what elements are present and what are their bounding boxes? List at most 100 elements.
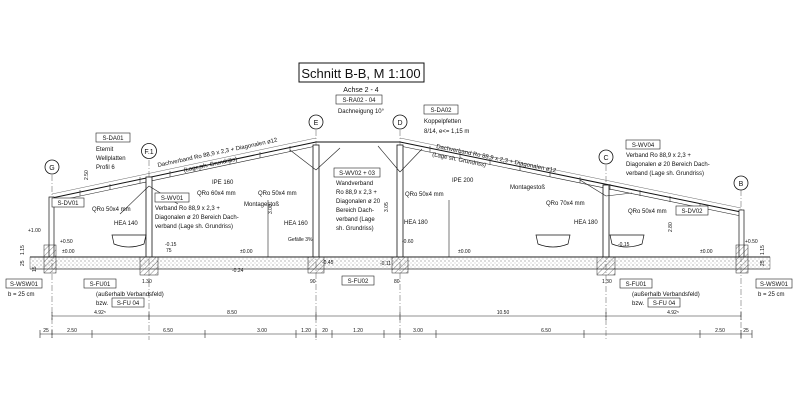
tag-fu01-right: S-FU01: [626, 282, 647, 288]
subtitle-ref: S-RA02 - 04: [342, 98, 376, 104]
footing-f1: [139, 256, 159, 276]
tag-wv02: S-WV02 + 03: [339, 171, 376, 177]
note-da01-2: Wellplatten: [96, 156, 126, 162]
tag-fu04-left: S-FU 04: [117, 301, 140, 307]
note-wv02-1: Wandverband: [336, 181, 373, 187]
trough-left: [111, 234, 147, 248]
note-fu-left-2: bzw.: [96, 301, 108, 307]
montagestoss-right: Montagestoß: [510, 185, 545, 191]
member-qro50-d: QRo 50x4 mm: [628, 209, 667, 215]
tag-fu02: S-FU02: [348, 279, 369, 285]
tag-box-fu04-left: [111, 297, 145, 308]
level-m011: -0.11: [380, 261, 391, 267]
note-wv01-1: Verband Ro 88,9 x 2,3 +: [155, 206, 220, 212]
level-050-left: +0.50: [60, 239, 73, 245]
note-fu-left-1: (außerhalb Verbandsfeld): [96, 292, 164, 298]
footing-d: [391, 256, 409, 274]
tag-wv04: S-WV04: [632, 143, 655, 149]
level-m060: -0.60: [402, 239, 414, 245]
column-d: [377, 144, 423, 258]
note-wv02-4: Bereich Dach-: [336, 208, 374, 214]
level-m024: -0.24: [232, 268, 244, 274]
member-qro50-a: QRo 50x4 mm: [92, 207, 131, 213]
tag-box-dv02: [675, 205, 709, 216]
level-000-d: ±0.00: [700, 249, 713, 255]
axis-marker-e: E: [308, 114, 324, 130]
drawing-subtitle: Achse 2 - 4: [343, 87, 379, 94]
right-vert-25: 25: [760, 260, 766, 266]
tag-box-wv01: [154, 192, 190, 203]
tag-wsw01-right: S-WSW01: [760, 282, 789, 288]
axis-marker-c: C: [598, 149, 614, 165]
tag-box-fu02: [341, 275, 375, 286]
member-hea140: HEA 140: [114, 221, 138, 227]
footing-c: [596, 256, 616, 276]
wall-footing-left: [43, 244, 57, 274]
level-050-right: +0.50: [745, 239, 758, 245]
tag-wv01: S-WV01: [161, 196, 184, 202]
note-wv04-2: Diagonalen ø 20 Bereich Dach-: [626, 162, 710, 168]
axis-marker-d: D: [392, 114, 408, 130]
height-300: 3.00: [268, 204, 274, 214]
montagestoss-left: Montagestoß: [244, 202, 279, 208]
svg-text:E: E: [314, 120, 319, 127]
dim-top-0: 25: [43, 328, 49, 334]
dim-top-3: 3.00: [257, 328, 267, 334]
height-280: 2.80: [668, 222, 674, 232]
svg-text:D: D: [397, 120, 402, 127]
note-da02-1: Koppelpfetten: [424, 119, 461, 125]
note-da01-3: Profil 6: [96, 165, 115, 171]
tag-box-da02: [423, 104, 459, 115]
note-wv01-2: Diagonalen ø 20 Bereich Dach-: [155, 215, 239, 221]
footing-e: [307, 256, 325, 274]
drawing-title: Schnitt B-B, M 1:100: [301, 66, 420, 81]
dim-small-130-right: 1.30: [602, 279, 612, 285]
svg-text:F.1: F.1: [144, 149, 153, 156]
dim-small-80: 80: [394, 279, 400, 285]
member-qro50-c: QRo 50x4 mm: [405, 192, 444, 198]
member-qro60: QRo 60x4 mm: [197, 191, 236, 197]
tag-box-da01: [95, 132, 131, 143]
member-ipe200: IPE 200: [452, 178, 474, 184]
level-m015: -0.15: [165, 242, 177, 248]
trough-right-a: [535, 234, 571, 248]
dim-small-130-left: 1.30: [142, 279, 152, 285]
wall-footing-right: [735, 244, 749, 274]
note-wv02-6: sh. Grundriss): [336, 226, 374, 232]
note-wsw-right: b = 25 cm: [758, 292, 785, 298]
tag-box-fu01-right: [619, 278, 653, 289]
title-frame: [298, 62, 425, 83]
tag-box-fu04-right: [647, 297, 681, 308]
gefaelle: Gefälle 3%: [288, 237, 313, 243]
right-vert-115: 1.15: [760, 245, 766, 255]
dim-top-10: 25: [743, 328, 749, 334]
tag-box-dv01: [51, 197, 85, 208]
dim-small-90: 90: [310, 279, 316, 285]
dim-small-75: 75: [166, 248, 172, 254]
tag-box-wsw01-left: [5, 278, 43, 289]
tag-dv01: S-DV01: [57, 201, 79, 207]
height-305: 3.05: [384, 202, 390, 212]
note-wv02-3: Diagonalen ø 20: [336, 199, 381, 205]
level-000-b: ±0.00: [240, 249, 253, 255]
dim-top-2: 6.50: [163, 328, 173, 334]
dim-top-5: 20: [322, 328, 328, 334]
dim-top-6: 1.20: [353, 328, 363, 334]
note-wv01-3: verband (Lage sh. Grundriss): [155, 224, 233, 230]
tag-da01: S-DA01: [102, 136, 124, 142]
member-hea180-a: HEA 180: [404, 220, 428, 226]
svg-text:B: B: [739, 181, 744, 188]
note-wv04-1: Verband Ro 88,9 x 2,3 +: [626, 153, 691, 159]
axis-marker-b: B: [733, 175, 749, 191]
note-fu-right-1: (außerhalb Verbandsfeld): [632, 292, 700, 298]
member-hea160: HEA 160: [284, 221, 308, 227]
roof-pitch: Dachneigung 10°: [338, 109, 385, 115]
member-ipe160: IPE 160: [212, 180, 234, 186]
note-wv02-2: Ro 88,9 x 2,3 +: [336, 190, 377, 196]
dim-mid-3: 4.92⁵: [667, 310, 679, 316]
level-000-a: ±0.00: [62, 249, 75, 255]
roof-right: [316, 137, 742, 217]
level-m045: -0.45: [322, 260, 334, 266]
